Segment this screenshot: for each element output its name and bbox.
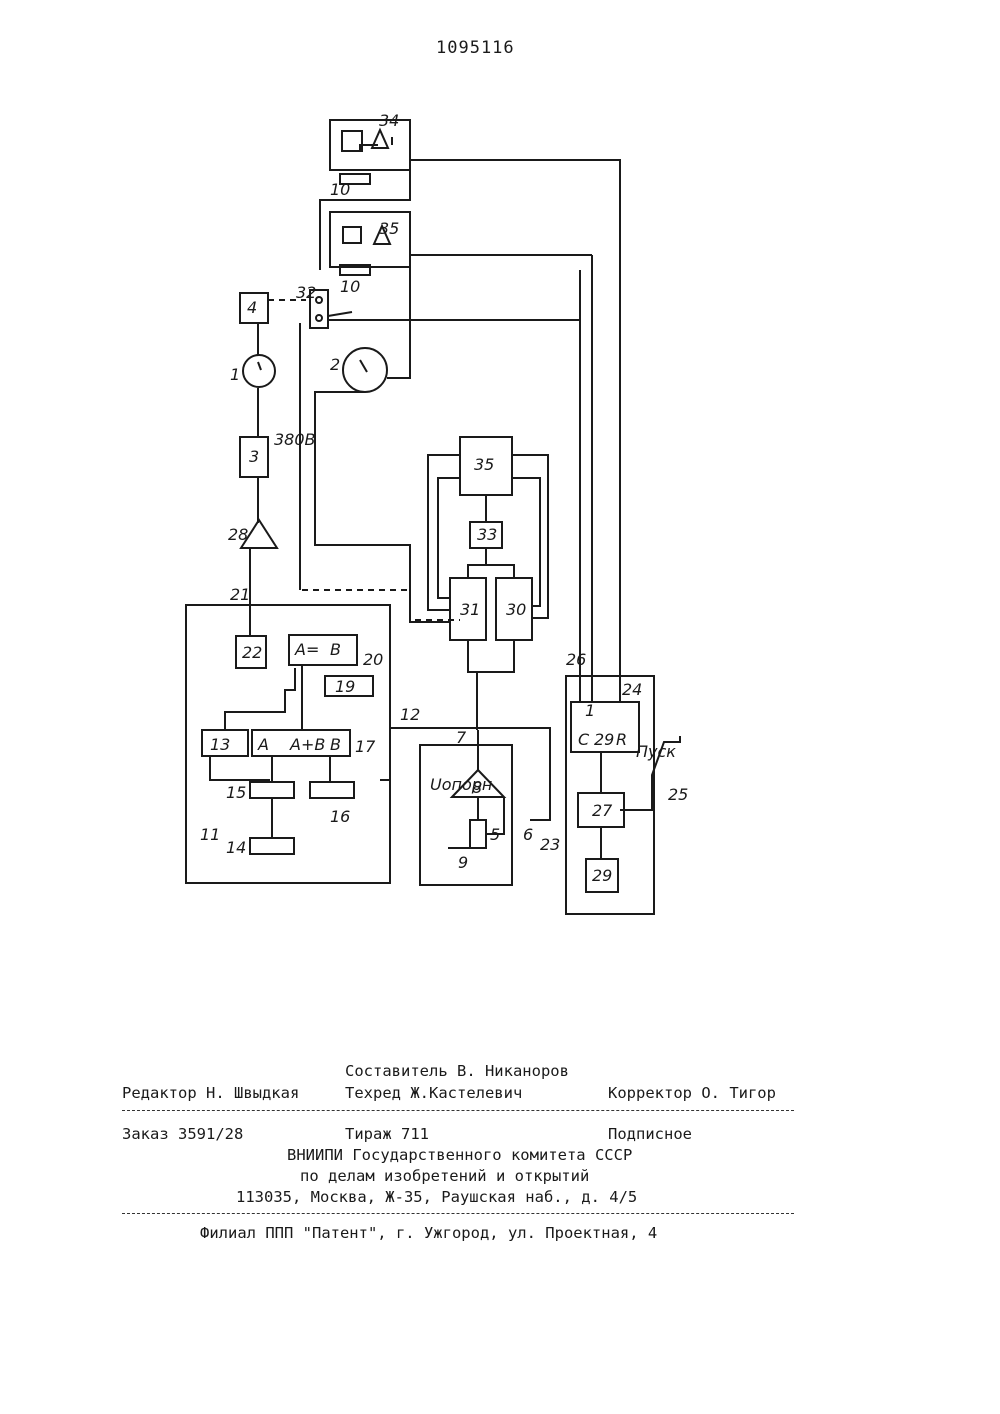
label-9: 9: [458, 853, 468, 872]
label-4: 4: [247, 298, 257, 317]
label-15: 15: [226, 783, 246, 802]
label-5: 5: [490, 825, 500, 844]
label-6: 6: [523, 825, 533, 844]
label-26: 26: [566, 650, 586, 669]
label-12: 12: [400, 705, 420, 724]
label-31: 30: [506, 600, 526, 619]
techred: Техред Ж.Кастелевич: [345, 1084, 522, 1102]
label-19: 20: [363, 650, 383, 669]
address: 113035, Москва, Ж-35, Раушская наб., д. …: [236, 1188, 637, 1206]
label-14: 14: [226, 838, 246, 857]
label-b2: B: [330, 640, 341, 659]
label-uopor: Uопорн: [430, 775, 492, 794]
label-17: 17: [355, 737, 376, 756]
label-a-plus-b: A+B: [289, 735, 325, 754]
block-16: [310, 782, 354, 798]
label-7: 7: [456, 728, 467, 747]
label-one: 1: [585, 701, 595, 720]
subscription: Подписное: [608, 1125, 692, 1143]
label-29-text: 29: [592, 866, 612, 885]
label-3: 3: [249, 447, 259, 466]
label-b: В: [330, 735, 341, 754]
label-start: Пуск: [636, 742, 676, 761]
label-r: R: [616, 730, 627, 749]
circulation: Тираж 711: [345, 1125, 429, 1143]
branch: Филиал ППП "Патент", г. Ужгород, ул. Про…: [200, 1224, 657, 1242]
label-10-top: 10: [330, 180, 350, 199]
label-18: 19: [335, 677, 355, 696]
order: Заказ 3591/28: [122, 1125, 243, 1143]
label-21: 21: [230, 585, 250, 604]
org-line-1: ВНИИПИ Государственного комитета СССР: [287, 1146, 632, 1164]
corrector: Корректор О. Тигор: [608, 1084, 776, 1102]
label-1: 1: [230, 365, 240, 384]
label-10-mid: 10: [340, 277, 360, 296]
label-25: 25: [668, 785, 688, 804]
label-33: 31: [460, 600, 480, 619]
divider-top: [122, 1110, 794, 1111]
block-14: [250, 838, 294, 854]
label-11: 11: [200, 825, 220, 844]
org-line-2: по делам изобретений и открытий: [300, 1167, 589, 1185]
label-380v: 380В: [274, 430, 316, 449]
motor-1: [243, 355, 275, 387]
label-34: 33: [477, 525, 497, 544]
label-27-mid: 35: [379, 219, 399, 238]
divider-bottom: [122, 1213, 794, 1214]
block-15: [250, 782, 294, 798]
label-13: 13: [210, 735, 230, 754]
label-35-text: 35: [474, 455, 494, 474]
compiler: Составитель В. Никаноров: [345, 1062, 569, 1080]
label-20: 22: [242, 643, 262, 662]
label-2: 2: [330, 355, 340, 374]
label-24: 24: [622, 680, 642, 699]
label-27-top: 34: [379, 111, 399, 130]
label-a: A: [257, 735, 269, 754]
label-c: C: [578, 730, 590, 749]
label-a-eq: A=: [294, 640, 319, 659]
label-28: 27: [592, 801, 613, 820]
label-22: 28: [228, 525, 248, 544]
label-23: 23: [540, 835, 560, 854]
block-diagram: . 34 35 10 10 32 4 1 2 3 380В 28 21 34 3…: [0, 0, 1000, 1000]
label-32: 32: [296, 283, 316, 302]
editor: Редактор Н. Швыдкая: [122, 1084, 299, 1102]
resistor-9: [470, 820, 486, 848]
label-30: 29: [594, 730, 614, 749]
label-16: 16: [330, 807, 350, 826]
